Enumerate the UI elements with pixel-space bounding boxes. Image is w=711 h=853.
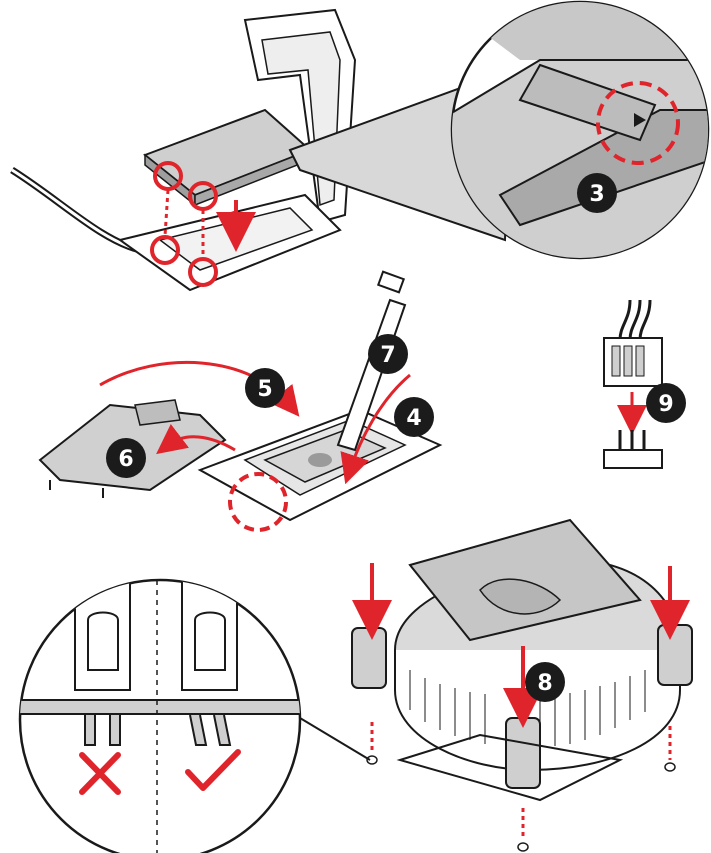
svg-text:9: 9 (658, 392, 673, 417)
cpu-cooler-illustration (352, 520, 692, 851)
svg-text:8: 8 (537, 671, 552, 696)
svg-text:5: 5 (257, 377, 272, 402)
thermal-paste-dot (308, 453, 332, 467)
cpu-socket-open-illustration (12, 10, 510, 290)
svg-text:4: 4 (406, 406, 421, 431)
svg-text:7: 7 (380, 343, 395, 368)
socket-closed-illustration (40, 272, 440, 530)
svg-text:3: 3 (589, 182, 604, 207)
step-badge-3: 3 (577, 173, 617, 213)
fan-connector-illustration (604, 300, 662, 468)
step-badge-5: 5 (245, 368, 285, 408)
svg-text:6: 6 (118, 447, 133, 472)
step-badge-6: 6 (106, 438, 146, 478)
step-badge-9: 9 (646, 383, 686, 423)
step-badge-8: 8 (525, 662, 565, 702)
push-pin-detail-zoom (20, 580, 370, 853)
step-badge-4: 4 (394, 397, 434, 437)
step-badge-7: 7 (368, 334, 408, 374)
